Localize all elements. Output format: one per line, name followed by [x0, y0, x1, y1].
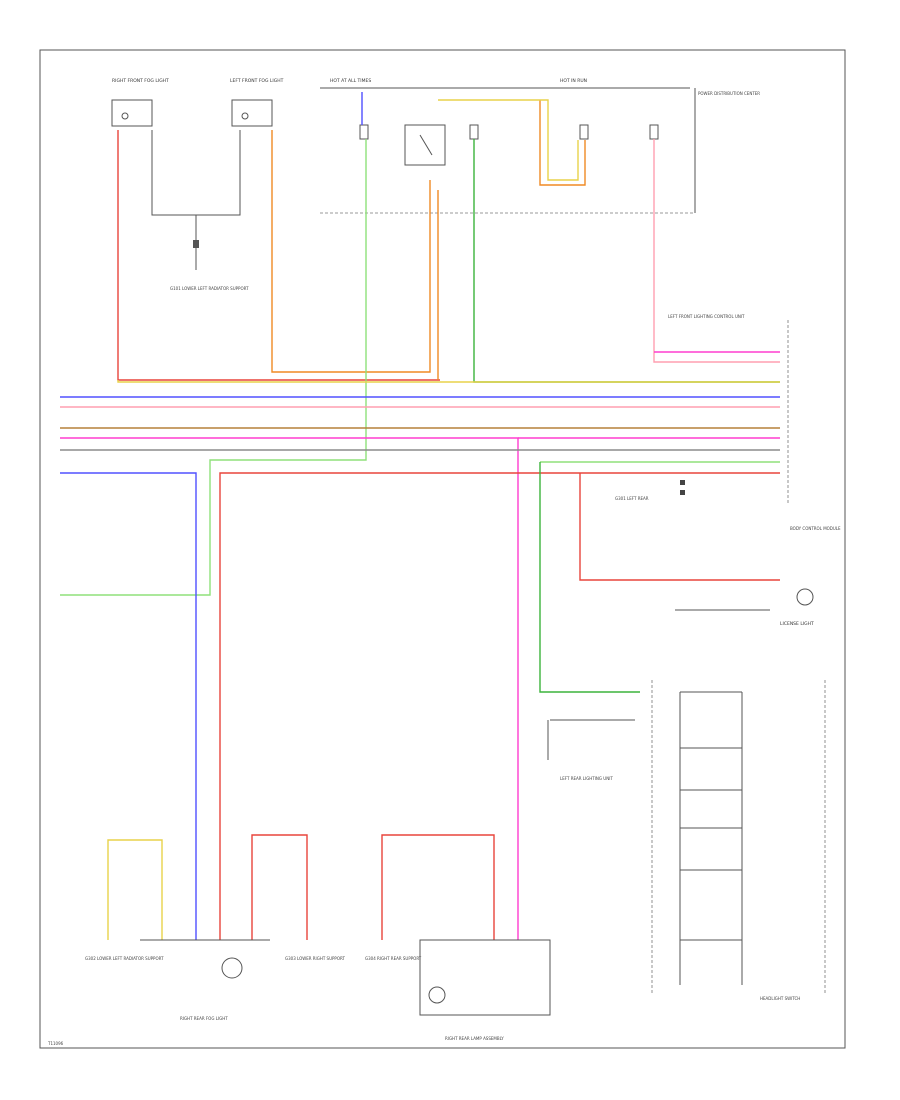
license-light-label: LICENSE LIGHT — [780, 621, 814, 627]
horizontal-bus — [60, 396, 780, 940]
fuse-icon — [649, 124, 659, 140]
diagram-frame — [39, 49, 846, 1049]
lighting-module-label: BODY CONTROL MODULE — [790, 526, 841, 531]
ground-right-label: G301 LEFT REAR — [615, 496, 649, 501]
power-distribution: HOT AT ALL TIMES HOT IN RUN POWER DISTRI… — [320, 78, 760, 214]
ground-bottom-1: G302 LOWER LEFT RADIATOR SUPPORT — [85, 956, 164, 961]
fuse-icon — [469, 124, 479, 140]
right-bulb-title: LEFT FRONT FOG LIGHT — [230, 78, 284, 84]
headlight-switch-label: HEADLIGHT SWITCH — [760, 996, 800, 1001]
bulb-icon — [241, 112, 249, 120]
fuse-icon — [359, 124, 369, 140]
fuse-header: HOT AT ALL TIMES — [330, 78, 371, 84]
right-connector: LEFT FRONT LIGHTING CONTROL UNIT BODY CO… — [579, 314, 841, 627]
license-light-icon — [796, 588, 814, 606]
left-bulb-title: RIGHT FRONT FOG LIGHT — [112, 78, 169, 84]
left-connector-label: LEFT FRONT LIGHTING CONTROL UNIT — [668, 314, 745, 319]
right-rear-lamp-label: RIGHT REAR LAMP ASSEMBLY — [445, 1036, 504, 1041]
page-code: T11096 — [47, 1041, 64, 1046]
front-fog-lights: RIGHT FRONT FOG LIGHT LEFT FRONT FOG LIG… — [111, 78, 284, 291]
relay-icon — [404, 124, 446, 166]
bulb-icon — [221, 957, 243, 979]
ground-bottom-3: G304 RIGHT REAR SUPPORT — [365, 956, 422, 961]
rear-assembly-label: LEFT REAR LIGHTING UNIT — [560, 776, 613, 781]
rear-lights: G302 LOWER LEFT RADIATOR SUPPORT G303 LO… — [85, 834, 551, 1041]
fuse-header-2: HOT IN RUN — [560, 78, 587, 84]
bulb-icon — [428, 986, 446, 1004]
right-rear-unit-label: RIGHT REAR FOG LIGHT — [180, 1016, 228, 1021]
fuse-icon — [579, 124, 589, 140]
headlight-switch-block: LEFT REAR LIGHTING UNIT HEADLIGHT SWITCH — [539, 462, 826, 1001]
power-dist-label: POWER DISTRIBUTION CENTER — [698, 91, 760, 96]
bulb-icon — [121, 112, 129, 120]
ground-bottom-2: G303 LOWER RIGHT SUPPORT — [285, 956, 345, 961]
ground-left-label: G101 LOWER LEFT RADIATOR SUPPORT — [170, 286, 249, 291]
vertical-wires-top — [60, 92, 780, 596]
